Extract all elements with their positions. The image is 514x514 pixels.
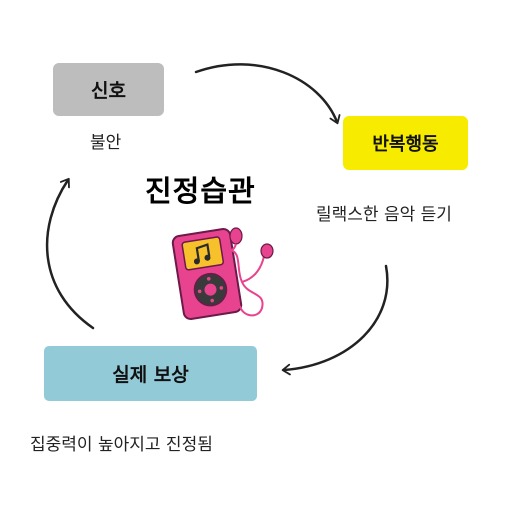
- cue-caption: 불안: [90, 133, 122, 153]
- reward-label: 실제 보상: [112, 364, 189, 386]
- music-player-icon: [171, 227, 274, 321]
- reward-caption: 집중력이 높아지고 진정됨: [30, 435, 213, 455]
- earphones-icon: [229, 227, 274, 317]
- cycle-arrow-icon: [281, 264, 389, 376]
- routine-box: 반복행동: [343, 116, 468, 170]
- cycle-arrow-icon: [45, 177, 95, 330]
- diagram-title: 진정습관: [145, 174, 256, 208]
- cycle-arrow-icon: [194, 63, 341, 125]
- reward-box: 실제 보상: [44, 346, 257, 401]
- cue-label: 신호: [91, 80, 126, 102]
- routine-label: 반복행동: [372, 134, 439, 155]
- routine-caption: 릴랙스한 음악 듣기: [316, 205, 452, 225]
- cue-box: 신호: [53, 63, 164, 116]
